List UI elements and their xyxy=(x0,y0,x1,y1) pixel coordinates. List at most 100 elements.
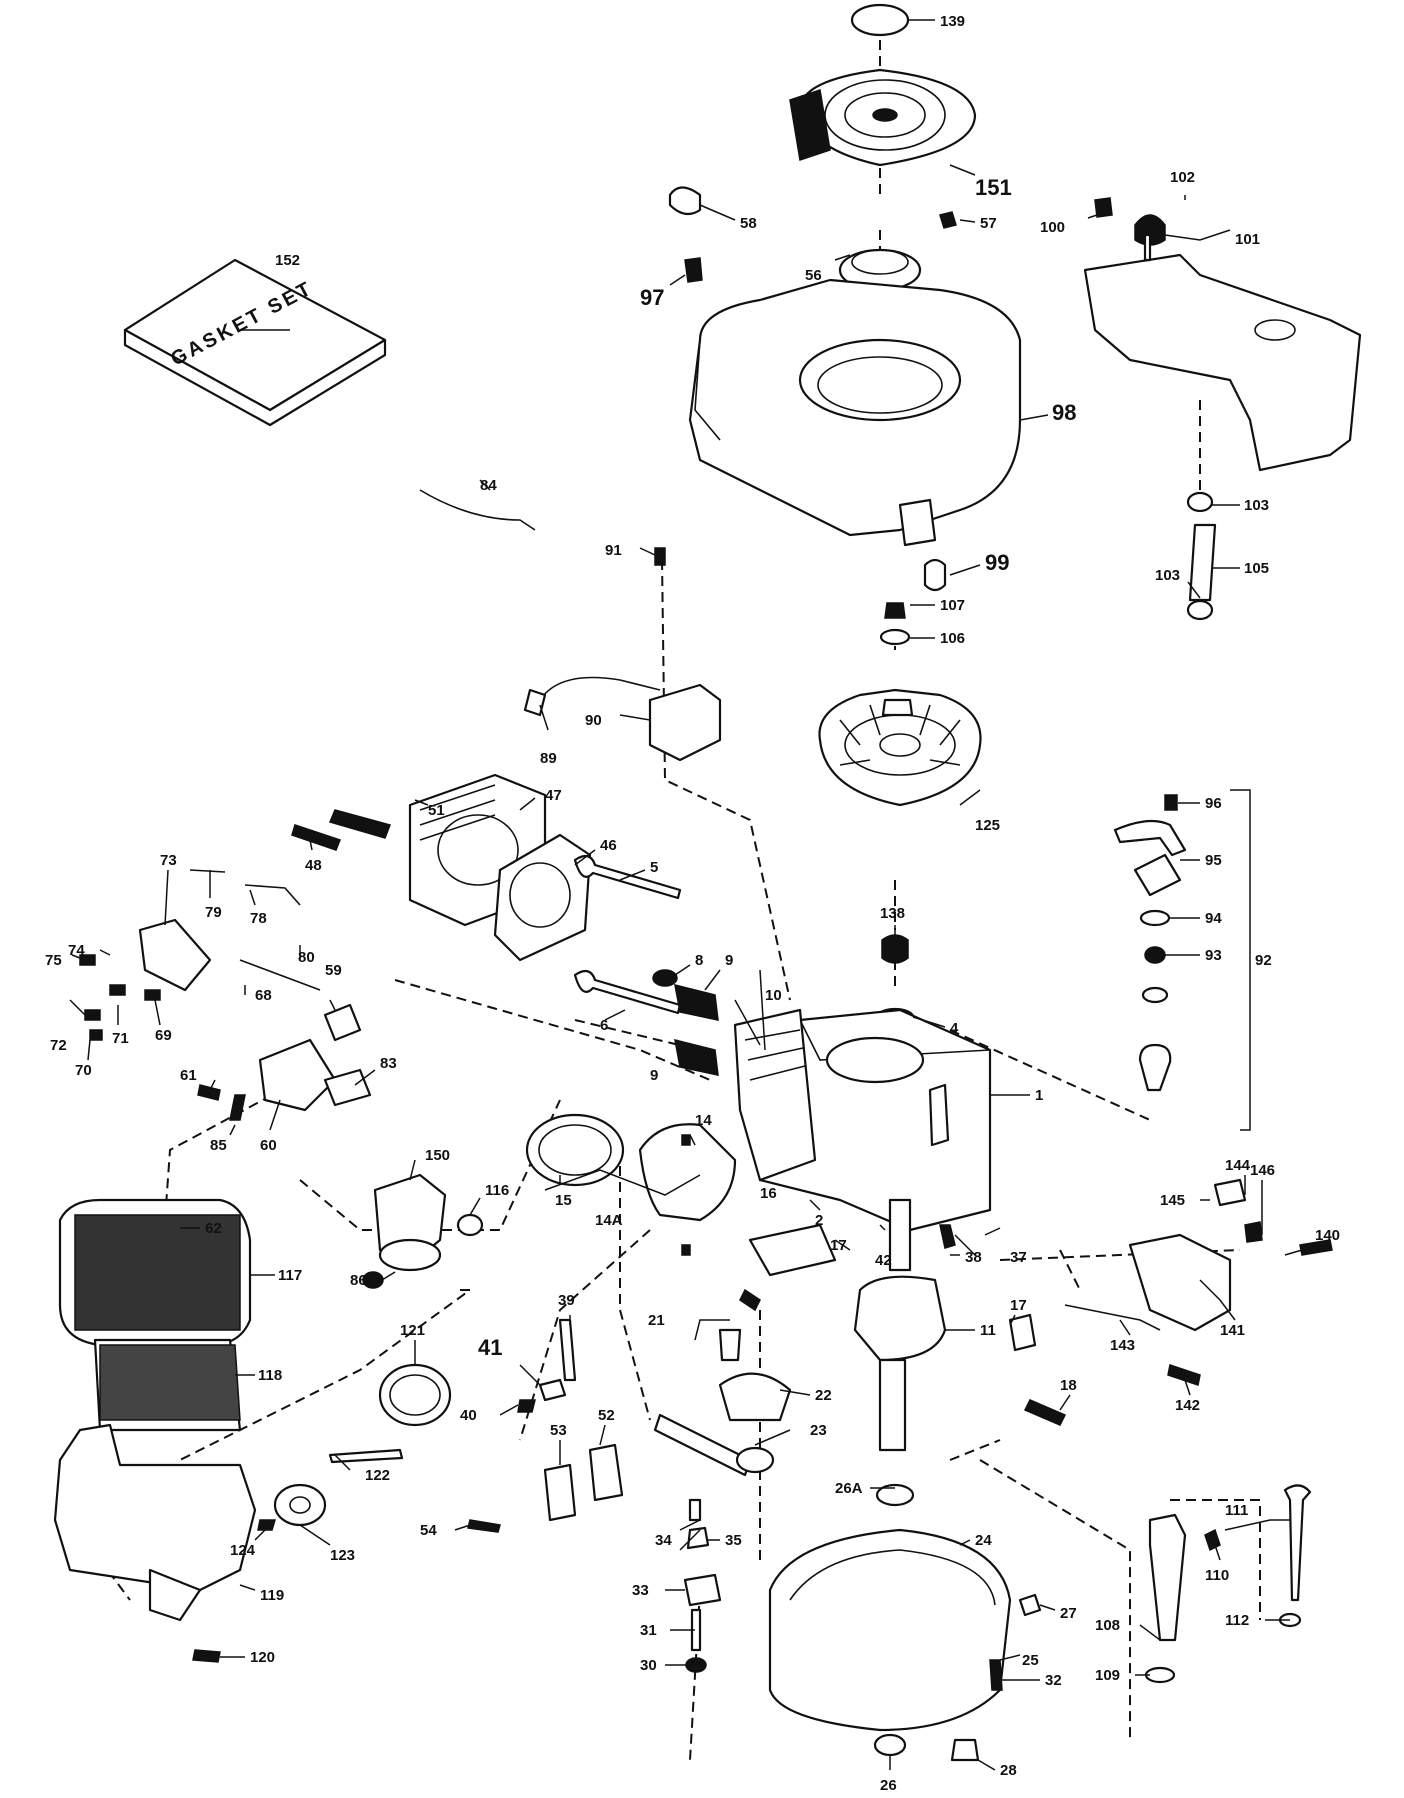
callout-75: 75 xyxy=(45,952,62,969)
callout-111: 111 xyxy=(1225,1502,1248,1519)
callout-116: 116 xyxy=(485,1182,509,1199)
callout-30: 30 xyxy=(640,1657,657,1674)
hose-clamp-upper-part xyxy=(1186,491,1214,513)
callout-146: 146 xyxy=(1250,1162,1275,1179)
callout-31: 31 xyxy=(640,1622,657,1639)
oil-fill-tube-part xyxy=(1148,1513,1187,1642)
callout-1: 1 xyxy=(1035,1087,1043,1104)
callout-39: 39 xyxy=(558,1292,575,1309)
spark-plug-part xyxy=(328,809,391,839)
dipstick-group xyxy=(1144,1484,1312,1684)
coil-screw-part xyxy=(654,547,666,566)
callout-40: 40 xyxy=(460,1407,477,1424)
callout-71: 71 xyxy=(112,1030,129,1047)
crankcase-group xyxy=(683,1483,1042,1762)
float-bowl-part xyxy=(378,1238,442,1272)
callout-123: 123 xyxy=(330,1547,355,1564)
callout-78: 78 xyxy=(250,910,267,927)
callout-140: 140 xyxy=(1315,1227,1340,1244)
flywheel-nut-part xyxy=(884,602,906,619)
intake-elbow-part xyxy=(258,1038,337,1112)
callout-41: 41 xyxy=(478,1335,502,1360)
callout-121: 121 xyxy=(400,1322,425,1339)
fitting-screw-part xyxy=(1164,794,1178,811)
callout-6: 6 xyxy=(600,1017,608,1034)
callout-99: 99 xyxy=(985,550,1009,575)
callout-138: 138 xyxy=(880,905,905,922)
piston-part xyxy=(638,1123,737,1222)
callout-2: 2 xyxy=(815,1212,823,1229)
tank-screw-part xyxy=(1094,197,1113,218)
callout-17-lower: 17 xyxy=(1010,1297,1027,1314)
callout-16: 16 xyxy=(760,1185,777,1202)
callout-83: 83 xyxy=(380,1055,397,1072)
callout-125: 125 xyxy=(975,817,1000,834)
callout-152: 152 xyxy=(275,252,300,269)
callout-22: 22 xyxy=(815,1387,832,1404)
callout-112: 112 xyxy=(1225,1612,1249,1629)
callout-37: 37 xyxy=(1010,1249,1027,1266)
callout-56: 56 xyxy=(805,267,822,284)
callout-4: 4 xyxy=(950,1020,959,1037)
flywheel-group xyxy=(818,602,982,807)
callout-34: 34 xyxy=(655,1532,672,1549)
fuel-tank-group xyxy=(1083,197,1362,621)
governor-controls-group xyxy=(79,869,372,1232)
recoil-starter-group xyxy=(668,3,977,292)
fuel-gasket-part xyxy=(1133,853,1182,897)
callout-105: 105 xyxy=(1244,560,1269,577)
muffler-breather-group xyxy=(257,1318,624,1533)
governor-gear-part xyxy=(683,1573,722,1607)
starter-handle-part xyxy=(789,89,831,161)
gasket-set-box: GASKET SET xyxy=(123,258,387,427)
fuel-pipe-part xyxy=(1113,819,1187,857)
callout-54: 54 xyxy=(420,1522,437,1539)
callout-118: 118 xyxy=(258,1367,282,1384)
cylinder-block-group xyxy=(733,1008,992,1232)
callout-101: 101 xyxy=(1235,231,1260,248)
callout-25: 25 xyxy=(1022,1652,1039,1669)
fuel-nut-part xyxy=(1144,946,1166,964)
dipstick-part xyxy=(1283,1484,1312,1602)
callout-94: 94 xyxy=(1205,910,1222,927)
callout-8: 8 xyxy=(695,952,703,969)
breather-gasket-part xyxy=(588,1443,624,1502)
callout-122: 122 xyxy=(365,1467,390,1484)
callout-98: 98 xyxy=(1052,400,1076,425)
callout-69: 69 xyxy=(155,1027,172,1044)
callout-68: 68 xyxy=(255,987,272,1004)
cylinder-head-group xyxy=(291,773,592,962)
callout-46: 46 xyxy=(600,837,617,854)
callout-60: 60 xyxy=(260,1137,277,1154)
callout-89: 89 xyxy=(540,750,557,767)
valve-group xyxy=(573,854,719,1076)
oil-tube-seal-part xyxy=(1144,1666,1176,1684)
callout-10: 10 xyxy=(765,987,782,1004)
air-cleaner-base-part xyxy=(53,1423,257,1592)
callout-33: 33 xyxy=(632,1582,649,1599)
assembly-guide-lines xyxy=(98,40,1261,1761)
callout-90: 90 xyxy=(585,712,602,729)
base-screw-part xyxy=(192,1649,221,1663)
ignition-coil-part xyxy=(648,683,722,762)
callout-151: 151 xyxy=(975,175,1012,200)
callout-103-lower: 103 xyxy=(1155,567,1180,584)
callout-14: 14 xyxy=(695,1112,712,1129)
starter-screw-part xyxy=(939,211,957,229)
valve-spring-lower-part xyxy=(674,1038,719,1076)
callout-109: 109 xyxy=(1095,1667,1120,1684)
callout-102: 102 xyxy=(1170,169,1195,186)
callout-85: 85 xyxy=(210,1137,227,1154)
callout-18: 18 xyxy=(1060,1377,1077,1394)
callout-103-upper: 103 xyxy=(1244,497,1269,514)
ignition-coil-group xyxy=(419,489,722,762)
callout-labels: 139 151 58 57 56 97 152 98 99 100 101 10… xyxy=(45,13,1340,1794)
callout-53: 53 xyxy=(550,1422,567,1439)
callout-42: 42 xyxy=(875,1252,892,1269)
leader-lines xyxy=(69,19,1303,1771)
callout-62: 62 xyxy=(205,1220,222,1237)
callout-93: 93 xyxy=(1205,947,1222,964)
oil-seal-top-part xyxy=(881,934,909,964)
callout-108: 108 xyxy=(1095,1617,1120,1634)
cylinder-fins-part xyxy=(733,1008,817,1182)
